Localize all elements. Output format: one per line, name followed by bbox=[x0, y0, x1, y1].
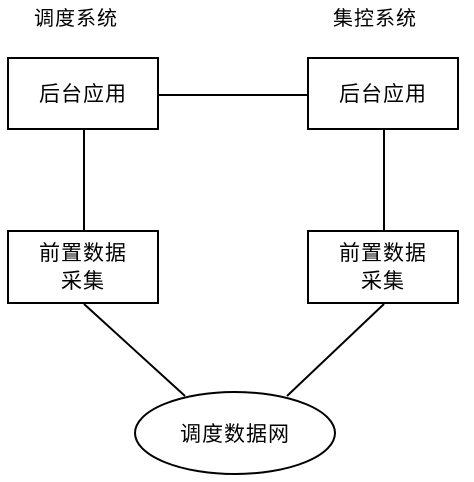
dispatch-backend-node: 后台应用 bbox=[7, 57, 159, 130]
control-backend-node: 后台应用 bbox=[307, 57, 459, 130]
control-frontend-node: 前置数据 采集 bbox=[307, 230, 459, 304]
dispatch-backend-label: 后台应用 bbox=[39, 81, 127, 106]
link-control-frontend-to-network bbox=[286, 303, 385, 397]
control-system-title: 集控系统 bbox=[333, 6, 417, 30]
control-frontend-label-line1: 前置数据 bbox=[339, 241, 427, 265]
control-backend-label: 后台应用 bbox=[339, 81, 427, 106]
control-frontend-label-line2: 采集 bbox=[361, 269, 405, 293]
network-node: 调度数据网 bbox=[134, 391, 336, 475]
dispatch-system-title: 调度系统 bbox=[34, 6, 118, 30]
dispatch-frontend-label-line2: 采集 bbox=[61, 269, 105, 293]
link-dispatch-frontend-to-network bbox=[83, 303, 186, 397]
dispatch-frontend-node: 前置数据 采集 bbox=[7, 230, 159, 304]
network-ellipse bbox=[134, 391, 336, 475]
network-label: 调度数据网 bbox=[180, 422, 290, 446]
dispatch-frontend-label-line1: 前置数据 bbox=[39, 241, 127, 265]
